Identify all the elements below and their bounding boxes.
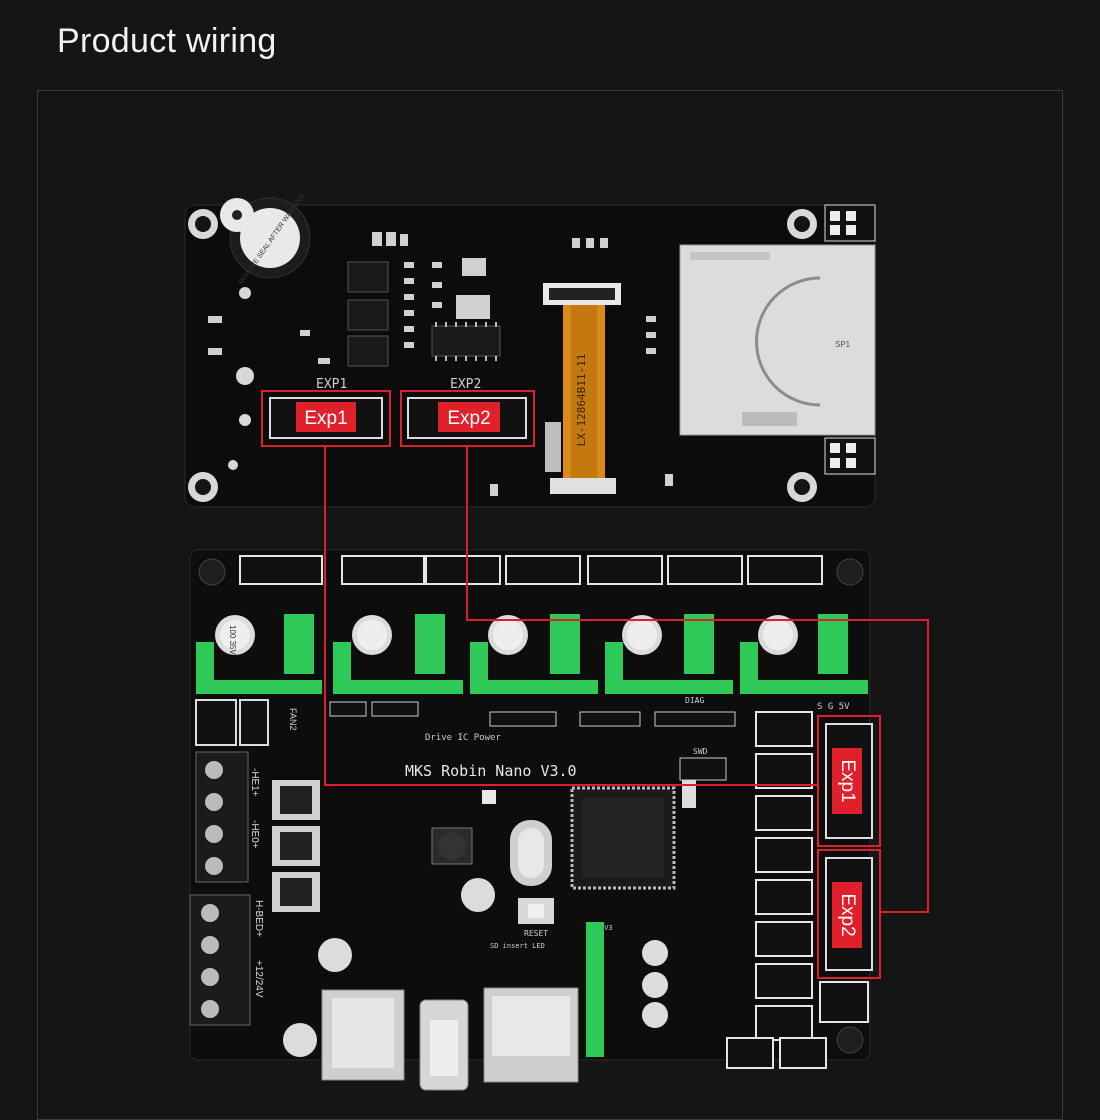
page-title: Product wiring xyxy=(57,22,277,60)
bed-label: H-BED+ xyxy=(253,900,264,937)
board-exp2-label: Exp2 xyxy=(837,893,858,936)
smd-components xyxy=(208,232,673,496)
sg5v-label: S G 5V xyxy=(817,702,850,712)
wiring-lines xyxy=(324,446,929,913)
exp2-wire xyxy=(466,446,929,913)
lcd-exp1-silk: EXP1 xyxy=(316,377,347,392)
terminal-blocks xyxy=(189,751,251,1026)
lcd-exp1-connector: Exp1 xyxy=(261,390,391,447)
lcd-exp2-silk: EXP2 xyxy=(450,377,481,392)
lcd-exp1-label: Exp1 xyxy=(304,408,347,429)
pin-headers xyxy=(329,701,736,781)
driver-slots xyxy=(196,614,868,694)
lcd-ics xyxy=(347,261,501,367)
board-exp1-connector: Exp1 xyxy=(817,715,881,847)
main-board: 100 35V DIAG S G 5V FAN2 Drive IC Power … xyxy=(189,549,881,1091)
he0-label: -HE0+ xyxy=(249,820,260,849)
board-name: MKS Robin Nano V3.0 xyxy=(405,762,577,780)
drive-ic-power-label: Drive IC Power xyxy=(425,733,501,743)
he1-label: -HE1+ xyxy=(249,768,260,797)
flex-cable-label: LX-12864B11-11 xyxy=(575,354,588,447)
sd-slot-label: SP1 xyxy=(835,340,851,349)
board-exp2-connector: Exp2 xyxy=(817,849,881,979)
endstop-connectors xyxy=(726,711,869,1069)
lcd-exp2-label: Exp2 xyxy=(447,408,490,429)
mosfets xyxy=(272,780,320,912)
usb-and-sd-ports xyxy=(321,987,579,1091)
sd-insert-led-label: SD insert LED xyxy=(490,942,545,950)
exp1-wire xyxy=(324,446,818,786)
swd-label: SWD xyxy=(693,747,708,756)
capacitor-label: 100 35V xyxy=(228,625,237,655)
lcd-sd-slot: SP1 xyxy=(679,244,876,436)
motor-connectors xyxy=(239,555,823,585)
mcu-chip xyxy=(570,786,676,890)
jumper-label: 3V3 xyxy=(600,924,613,932)
fan2-label: FAN2 xyxy=(288,708,298,731)
diag-label: DIAG xyxy=(685,696,704,705)
power-label: +12/24V xyxy=(253,960,264,998)
lcd-board: REMOVE SEAL AFTER WASHING xyxy=(184,193,876,508)
lcd-exp2-connector: Exp2 xyxy=(400,390,535,447)
board-exp1-label: Exp1 xyxy=(837,759,858,802)
lcd-flex-cable: LX-12864B11-11 xyxy=(543,283,621,494)
reset-label: RESET xyxy=(524,929,548,938)
